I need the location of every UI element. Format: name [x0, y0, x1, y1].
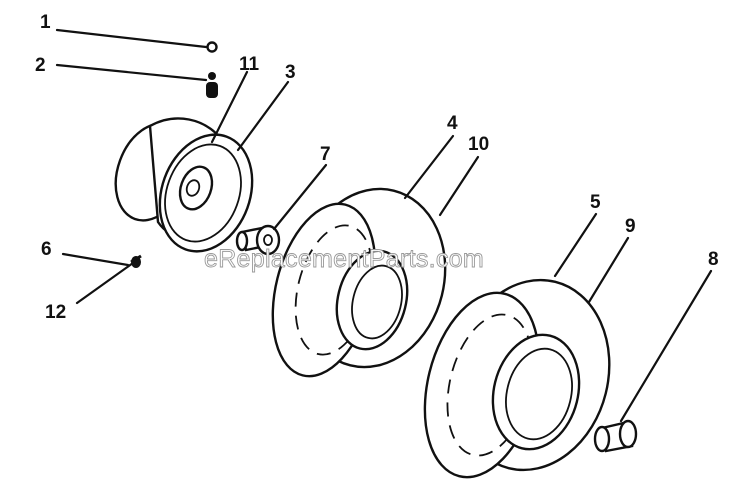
part-6-bolt[interactable]	[130, 254, 142, 268]
part-7-bushing[interactable]	[235, 224, 281, 256]
part-4-tire[interactable]	[256, 173, 463, 387]
part-5-tire[interactable]	[407, 263, 629, 488]
callout-10: 10	[468, 134, 489, 155]
rim-assembly[interactable]	[103, 113, 268, 264]
callout-12: 12	[45, 302, 66, 323]
leader-lines	[55, 28, 713, 423]
callout-3: 3	[285, 62, 296, 83]
callout-4: 4	[447, 113, 458, 134]
callout-5: 5	[590, 192, 601, 213]
callout-6: 6	[41, 239, 52, 260]
watermark-text: eReplacementParts.com	[204, 245, 484, 273]
callout-11: 11	[239, 54, 260, 75]
callout-2: 2	[35, 55, 46, 76]
part-2-fastener[interactable]	[206, 72, 218, 98]
callout-8: 8	[708, 249, 719, 270]
callout-7: 7	[320, 144, 331, 165]
callout-labels: 1 2 11 3 7 4 10 5 9 8 6 12	[35, 12, 719, 323]
part-8-hub-cap[interactable]	[593, 419, 638, 453]
part-1-nut[interactable]	[206, 41, 218, 53]
callout-1: 1	[40, 12, 51, 33]
callout-9: 9	[625, 216, 636, 237]
